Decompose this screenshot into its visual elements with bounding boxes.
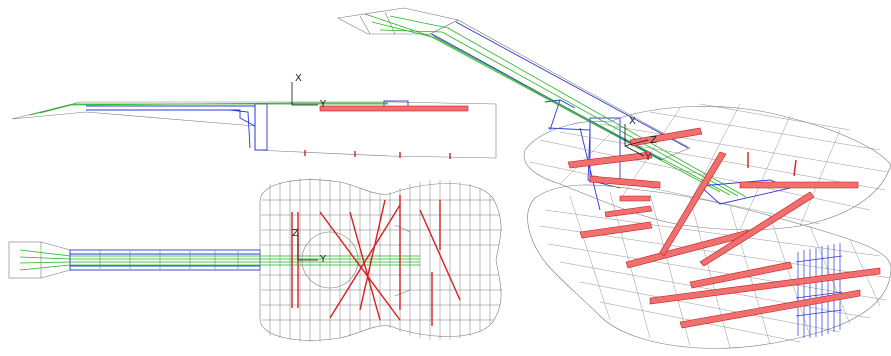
iso-view: X Z Y [337,7,891,349]
top-axis-y-label: Y [319,254,327,265]
top-view: Z Y [8,178,502,342]
iso-back-grid [539,191,891,349]
top-headstock [8,241,42,279]
side-axis-y-label: Y [319,99,327,110]
iso-axis-z-label: Z [650,135,657,146]
iso-strings [364,13,747,198]
top-axis-triad: Z Y [292,228,327,265]
iso-headstock [337,7,459,35]
top-body-grid [261,178,502,342]
side-axis-x-label: X [295,73,302,84]
side-view: X Y [11,73,497,159]
top-strings [19,249,420,271]
iso-top-plate [523,106,891,231]
top-neck [69,249,261,271]
top-axis-z-label: Z [292,228,299,239]
side-axis-triad: X Y [291,73,327,110]
iso-side-strip [795,243,843,338]
side-strings [29,102,388,116]
top-body-outline [259,179,502,341]
iso-axis-x-label: X [629,116,636,127]
top-braces [291,195,461,326]
iso-top-grid [529,103,889,231]
iso-back-plate [527,184,891,349]
iso-braces [567,127,881,329]
iso-axis-triad: X Z Y [624,116,657,163]
side-braces [304,105,469,159]
iso-axis-y-label: Y [644,152,652,163]
